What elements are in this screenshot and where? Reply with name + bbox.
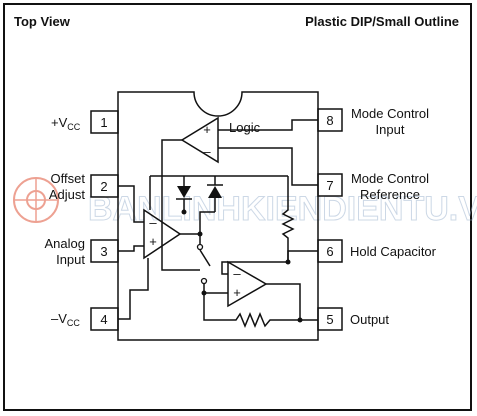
pin-1: 1 — [90, 110, 119, 134]
pin-7-number: 7 — [326, 178, 333, 193]
svg-text:+: + — [149, 234, 157, 249]
pin-6-label: Hold Capacitor — [350, 244, 437, 259]
watermark-text: BANLINHKIENDIENTU.VN — [88, 190, 477, 228]
pin-5-number: 5 — [326, 312, 333, 327]
wire-hold-cap — [221, 250, 318, 275]
pin-3-label-line2: Input — [56, 252, 85, 267]
pin-5-label: Output — [350, 312, 389, 327]
diode-2-icon — [207, 176, 223, 212]
top-view-title: Top View — [14, 14, 71, 29]
wire-buffer-out — [180, 211, 215, 235]
wire-switch-out — [203, 284, 228, 294]
pin-4-number: 4 — [100, 312, 107, 327]
pin-8-number: 8 — [326, 113, 333, 128]
ic-body — [117, 91, 319, 341]
pin-2-number: 2 — [100, 179, 107, 194]
pin-3-number: 3 — [100, 244, 107, 259]
pin-8-label-line2: Input — [376, 122, 405, 137]
watermark: BANLINHKIENDIENTU.VN — [13, 177, 477, 229]
pin-3-label-line1: Analog — [45, 236, 85, 251]
pin-8: 8 — [317, 108, 343, 132]
wire-analog-in — [118, 245, 144, 252]
svg-text:+: + — [203, 122, 211, 137]
pin-4-label: –VCC — [51, 311, 80, 328]
logic-label: Logic — [229, 120, 261, 135]
pin-7-label-line2: Reference — [360, 187, 420, 202]
svg-text:–: – — [149, 215, 157, 230]
wire-pin7 — [218, 147, 318, 186]
pin-8-label-line1: Mode Control — [351, 106, 429, 121]
wire-logic-switch — [161, 139, 200, 271]
pin-2-label-line1: Offset — [51, 171, 86, 186]
wire-vcc-neg — [118, 258, 149, 320]
resistor-vertical-icon — [281, 176, 295, 262]
pin-1-number: 1 — [100, 115, 107, 130]
wire-pin8 — [218, 119, 318, 131]
logic-comparator: + – Logic — [180, 116, 261, 164]
package-title: Plastic DIP/Small Outline — [305, 14, 459, 29]
pin-1-label: +VCC — [51, 115, 81, 132]
input-buffer-opamp: – + — [143, 208, 182, 260]
svg-text:–: – — [233, 266, 241, 281]
wire-output — [266, 283, 318, 321]
svg-text:–: – — [203, 144, 211, 159]
svg-text:+: + — [233, 285, 241, 300]
wire-offset — [118, 185, 144, 223]
pin-6: 6 — [317, 239, 343, 263]
switch-icon — [196, 234, 211, 285]
pin-4: 4 — [90, 307, 119, 331]
pin-2-label-line2: Adjust — [49, 187, 86, 202]
pin-7-label-line1: Mode Control — [351, 171, 429, 186]
pin-5: 5 — [317, 307, 343, 331]
pin-6-number: 6 — [326, 244, 333, 259]
output-opamp: – + — [227, 260, 268, 308]
pin-3: 3 — [90, 239, 119, 263]
diagram-frame — [3, 3, 472, 411]
resistor-horizontal-icon — [203, 293, 300, 328]
